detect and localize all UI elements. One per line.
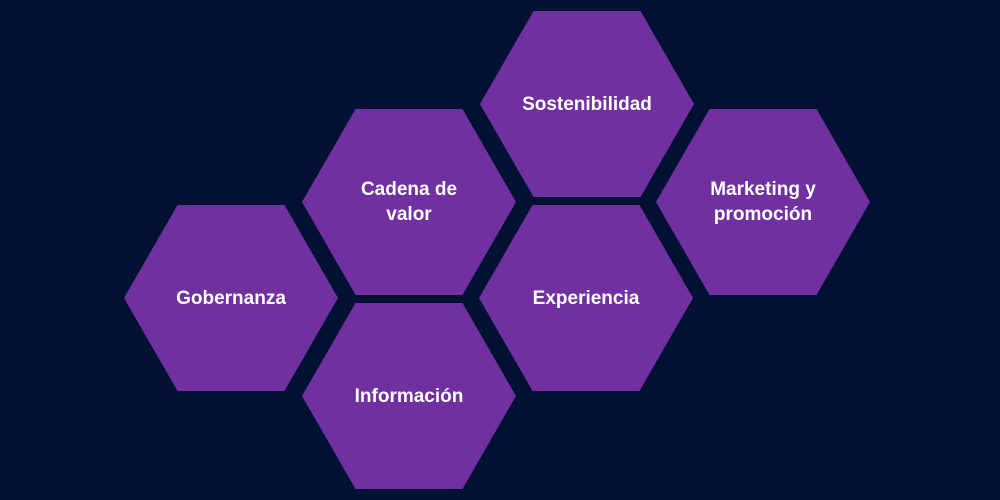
hexagon-experiencia: Experiencia: [479, 205, 693, 391]
hexagon-cadena-de-valor: Cadena de valor: [302, 109, 516, 295]
hexagon-label-marketing: Marketing y promoción: [710, 179, 816, 225]
hexagon-gobernanza: Gobernanza: [124, 205, 338, 391]
hexagon-label-gobernanza: Gobernanza: [176, 287, 286, 309]
hexagon-label-informacion: Información: [354, 385, 464, 407]
hexagon-label-cadena-de-valor: Cadena de valor: [360, 179, 458, 225]
hexagon-label-sostenibilidad: Sostenibilidad: [522, 93, 652, 115]
hexagon-marketing: Marketing y promoción: [656, 109, 870, 295]
hexagon-sostenibilidad: Sostenibilidad: [480, 11, 694, 197]
hexagon-label-experiencia: Experiencia: [532, 287, 640, 309]
hexagon-informacion: Información: [302, 303, 516, 489]
